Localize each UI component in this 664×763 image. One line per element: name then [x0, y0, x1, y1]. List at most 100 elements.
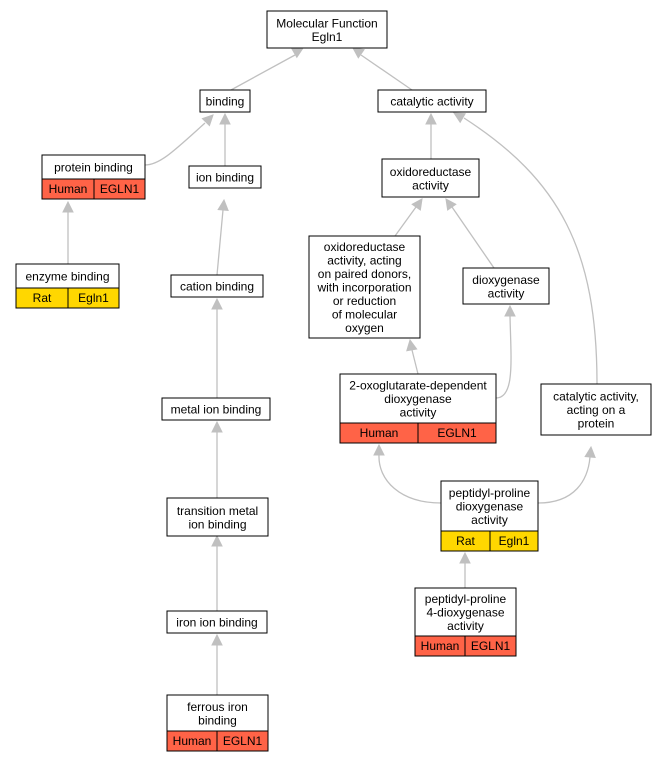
- node-peptidyl-proline-4-dioxygenase-label: activity: [447, 619, 484, 633]
- node-ferrous-iron-binding-label: binding: [198, 713, 237, 727]
- edge-cation-to-ion-binding-line: [216, 209, 224, 276]
- node-oxidoreductase-activity-label: oxidoreductase: [390, 165, 472, 179]
- node-oxidoreductase-paired-donors-label: oxygen: [345, 321, 384, 335]
- node-peptidyl-proline-dioxygenase-species-label: Rat: [456, 534, 475, 548]
- edge-metal-to-cation-arrowhead: [211, 297, 223, 310]
- node-peptidyl-proline-4-dioxygenase[interactable]: peptidyl-proline4-dioxygenaseactivityHum…: [414, 587, 517, 657]
- node-peptidyl-proline-4-dioxygenase-label: peptidyl-proline: [425, 592, 507, 606]
- edges-layer: [62, 47, 598, 695]
- node-ferrous-iron-binding-gene-label: EGLN1: [223, 734, 263, 748]
- edge-2og-to-dioxygenase: [495, 304, 516, 399]
- node-enzyme-binding-species-label: Rat: [33, 291, 52, 305]
- node-binding[interactable]: binding: [199, 89, 251, 113]
- node-catalytic-activity[interactable]: catalytic activity: [377, 89, 487, 113]
- node-enzyme-binding-gene-cell: [67, 287, 120, 309]
- edge-protein-binding-to-binding: [144, 114, 214, 166]
- edge-transition-to-metal: [211, 420, 223, 498]
- node-ion-binding[interactable]: ion binding: [188, 165, 262, 189]
- node-metal-ion-binding-box: [161, 397, 271, 421]
- edge-pp4d-to-ppd-arrowhead: [459, 551, 471, 564]
- edge-ferrous-to-iron: [211, 633, 223, 695]
- node-oxidoreductase-activity-label: activity: [412, 178, 449, 192]
- node-peptidyl-proline-4-dioxygenase-label: 4-dioxygenase: [426, 606, 504, 620]
- edge-ppd-to-catalytic-protein-arrowhead: [584, 445, 596, 458]
- node-metal-ion-binding-label: metal ion binding: [171, 403, 262, 417]
- node-two-oxoglutarate-dioxygenase-label: 2-oxoglutarate-dependent: [349, 379, 487, 393]
- edge-2og-to-dioxygenase-line: [495, 315, 512, 399]
- edge-dioxygenase-to-oxidoreductase-arrowhead: [445, 198, 457, 211]
- edge-catalytic-to-mf-arrowhead: [352, 47, 365, 59]
- node-peptidyl-proline-4-dioxygenase-species-label: Human: [421, 639, 460, 653]
- node-catalytic-activity-box: [377, 89, 487, 113]
- edge-cation-to-ion-binding-arrowhead: [217, 198, 229, 211]
- edge-metal-to-cation: [211, 297, 223, 398]
- node-ferrous-iron-binding-species-label: Human: [173, 734, 212, 748]
- node-ferrous-iron-binding-label: ferrous iron: [187, 700, 248, 714]
- edge-pp4d-to-ppd: [459, 551, 471, 588]
- node-two-oxoglutarate-dioxygenase-label: dioxygenase: [384, 392, 452, 406]
- node-peptidyl-proline-4-dioxygenase-gene-label: EGLN1: [471, 639, 511, 653]
- edge-ppd-to-catalytic-protein: [537, 445, 596, 504]
- node-two-oxoglutarate-dioxygenase[interactable]: 2-oxoglutarate-dependentdioxygenaseactiv…: [339, 373, 497, 444]
- node-dioxygenase-activity-box: [462, 267, 550, 305]
- edge-dioxygenase-to-oxidoreductase-line: [451, 206, 495, 269]
- edge-ppd-to-2og-line: [378, 454, 442, 504]
- edge-paired-donors-to-oxidoreductase-line: [394, 206, 417, 237]
- edge-catalytic-to-mf-line: [360, 54, 413, 91]
- node-molecular-function-label: Egln1: [312, 30, 343, 44]
- edge-2og-to-paired-donors: [406, 338, 419, 375]
- edge-catalytic-to-mf: [352, 47, 413, 91]
- node-iron-ion-binding-label: iron ion binding: [176, 616, 257, 630]
- edge-paired-donors-to-oxidoreductase: [394, 198, 423, 237]
- node-ion-binding-box: [188, 165, 262, 189]
- edge-binding-to-mf: [230, 47, 304, 91]
- edge-ion-binding-to-binding-arrowhead: [219, 112, 231, 125]
- edge-oxidoreductase-to-catalytic-arrowhead: [425, 112, 437, 125]
- node-cation-binding-label: cation binding: [180, 280, 254, 294]
- edge-ferrous-to-iron-arrowhead: [211, 633, 223, 646]
- edge-catalytic-protein-to-catalytic-line: [463, 117, 598, 385]
- edge-2og-to-paired-donors-arrowhead: [406, 338, 418, 352]
- node-transition-metal-ion-binding-box: [166, 497, 269, 537]
- node-enzyme-binding-box: [15, 263, 120, 289]
- node-binding-label: binding: [206, 95, 245, 109]
- node-enzyme-binding-label: enzyme binding: [25, 270, 109, 284]
- node-ion-binding-label: ion binding: [196, 171, 254, 185]
- node-ferrous-iron-binding-box: [166, 694, 269, 732]
- edge-paired-donors-to-oxidoreductase-arrowhead: [411, 198, 423, 211]
- node-metal-ion-binding[interactable]: metal ion binding: [161, 397, 271, 421]
- node-transition-metal-ion-binding-label: ion binding: [188, 517, 246, 531]
- node-oxidoreductase-paired-donors-label: oxidoreductase: [324, 240, 406, 254]
- node-enzyme-binding-gene-label: Egln1: [78, 291, 109, 305]
- node-catalytic-on-protein-box: [540, 383, 652, 436]
- node-binding-box: [199, 89, 251, 113]
- node-catalytic-on-protein-label: protein: [578, 417, 615, 431]
- edge-oxidoreductase-to-catalytic: [425, 112, 437, 159]
- node-catalytic-activity-label: catalytic activity: [390, 95, 473, 109]
- node-cation-binding[interactable]: cation binding: [170, 274, 264, 298]
- node-protein-binding-box: [41, 154, 146, 180]
- node-molecular-function-label: Molecular Function: [276, 16, 377, 30]
- node-peptidyl-proline-dioxygenase-label: peptidyl-proline: [449, 486, 531, 500]
- edge-protein-binding-to-binding-line: [144, 122, 206, 166]
- node-oxidoreductase-paired-donors-label: of molecular: [332, 308, 397, 322]
- node-oxidoreductase-paired-donors-label: activity, acting: [327, 254, 401, 268]
- node-dioxygenase-activity-label: activity: [488, 286, 525, 300]
- node-protein-binding-species-label: Human: [49, 182, 88, 196]
- node-two-oxoglutarate-dioxygenase-box: [339, 373, 497, 424]
- edge-enzyme-to-protein-binding: [62, 200, 74, 264]
- node-molecular-function-box: [266, 10, 388, 49]
- node-peptidyl-proline-dioxygenase-gene-cell: [489, 530, 539, 552]
- node-iron-ion-binding[interactable]: iron ion binding: [166, 610, 268, 634]
